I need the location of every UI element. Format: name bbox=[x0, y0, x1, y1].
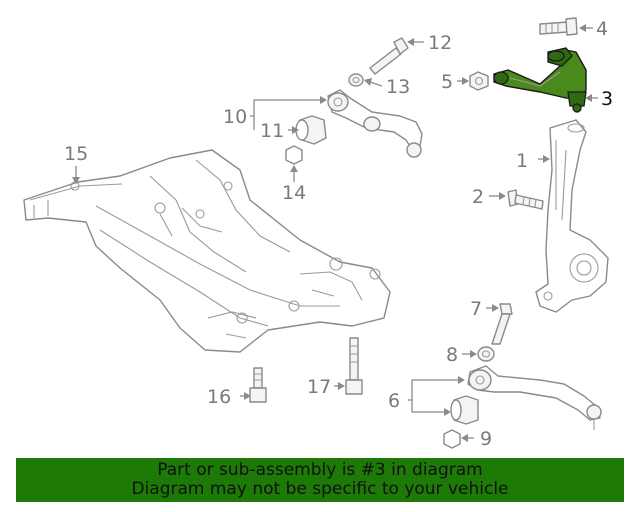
tension-strut-arm bbox=[327, 89, 423, 158]
arm-bushing bbox=[295, 115, 327, 145]
callout-3: 3 bbox=[601, 88, 613, 110]
callout-labels: 1 2 3 4 5 6 7 8 9 10 11 12 13 14 15 16 1… bbox=[64, 18, 613, 450]
long-bolt bbox=[369, 37, 409, 75]
cap-9 bbox=[443, 429, 461, 449]
callout-8: 8 bbox=[446, 344, 458, 366]
callout-1: 1 bbox=[516, 150, 528, 172]
callout-17: 17 bbox=[307, 376, 331, 398]
callout-4: 4 bbox=[596, 18, 608, 40]
arm-nut bbox=[469, 71, 489, 91]
lower-arm-bushing bbox=[450, 395, 479, 425]
callout-11: 11 bbox=[260, 120, 284, 142]
upper-control-arm-highlighted bbox=[493, 47, 587, 113]
callout-6: 6 bbox=[388, 390, 400, 412]
callout-14: 14 bbox=[282, 182, 306, 204]
callout-2: 2 bbox=[472, 186, 484, 208]
callout-12: 12 bbox=[428, 32, 452, 54]
callout-9: 9 bbox=[480, 428, 492, 450]
parts-diagram: 1 2 3 4 5 6 7 8 9 10 11 12 13 14 15 16 1… bbox=[23, 17, 613, 450]
callout-16: 16 bbox=[207, 386, 231, 408]
callout-13: 13 bbox=[386, 76, 410, 98]
arm-bolt bbox=[539, 17, 578, 36]
subframe-bolt-17 bbox=[345, 337, 363, 395]
lower-arm-bolt bbox=[491, 303, 513, 345]
subframe-bolt-16 bbox=[249, 367, 267, 403]
washer-13 bbox=[348, 73, 364, 87]
cap-14 bbox=[285, 145, 303, 165]
banner-line-1: Part or sub-assembly is #3 in diagram bbox=[157, 460, 483, 480]
info-banner: Part or sub-assembly is #3 in diagram Di… bbox=[16, 458, 624, 502]
lower-control-arm bbox=[467, 365, 602, 430]
callout-10: 10 bbox=[223, 106, 247, 128]
knuckle-bolt bbox=[507, 189, 544, 210]
banner-line-2: Diagram may not be specific to your vehi… bbox=[131, 479, 509, 499]
callout-15: 15 bbox=[64, 143, 88, 165]
leader-lines bbox=[72, 24, 598, 442]
steering-knuckle bbox=[535, 119, 609, 313]
callout-7: 7 bbox=[470, 298, 482, 320]
front-subframe bbox=[23, 149, 391, 353]
callout-5: 5 bbox=[441, 71, 453, 93]
washer-8 bbox=[477, 346, 495, 362]
